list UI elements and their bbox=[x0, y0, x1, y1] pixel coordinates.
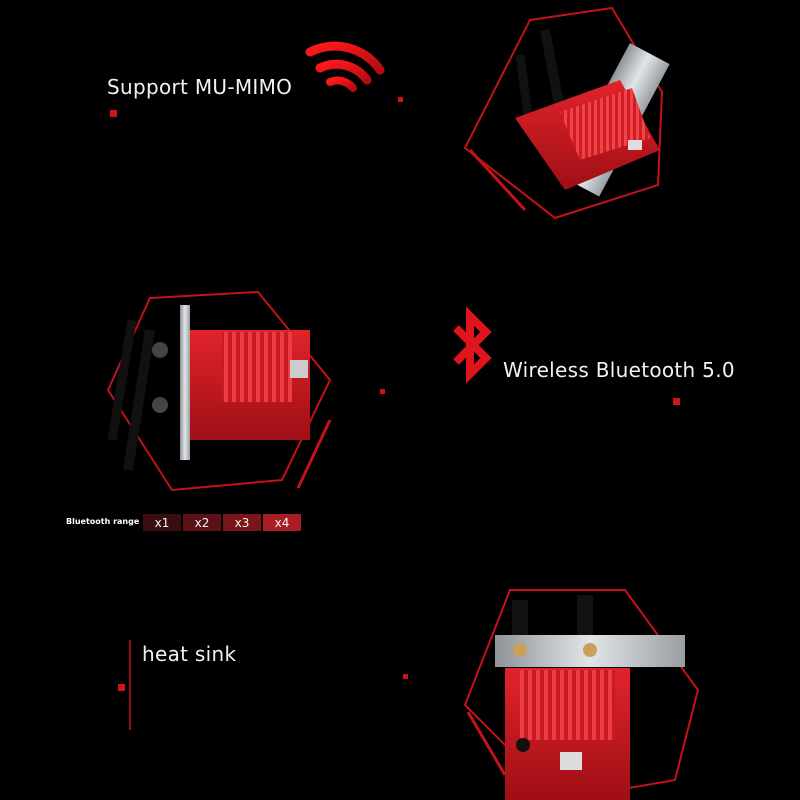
bluetooth-range-title: Bluetooth range bbox=[66, 517, 140, 526]
card-middle-left bbox=[106, 290, 332, 492]
range-cell-x3: x3 bbox=[223, 514, 261, 531]
wifi-icon bbox=[305, 41, 385, 92]
feature-mu-mimo-label: Support MU-MIMO bbox=[107, 75, 293, 99]
range-cell-x4: x4 bbox=[263, 514, 301, 531]
accent-square bbox=[398, 97, 403, 102]
accent-square bbox=[673, 398, 680, 405]
accent-square bbox=[118, 684, 125, 691]
bluetooth-icon bbox=[453, 306, 492, 384]
accent-square bbox=[403, 674, 408, 679]
accent-square bbox=[380, 389, 385, 394]
range-cell-x1: x1 bbox=[143, 514, 181, 531]
card-top-right bbox=[463, 6, 670, 220]
card-bottom-right bbox=[463, 589, 700, 800]
feature-bluetooth-label: Wireless Bluetooth 5.0 bbox=[503, 358, 735, 382]
feature-heat-sink-label: heat sink bbox=[142, 642, 237, 666]
accent-square bbox=[110, 110, 117, 117]
range-cell-x2: x2 bbox=[183, 514, 221, 531]
